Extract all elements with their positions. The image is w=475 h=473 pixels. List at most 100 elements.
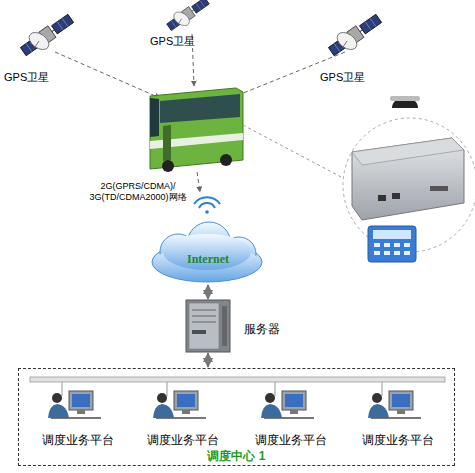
gps-signal-arrows [55, 34, 345, 192]
onboard-equipment-callout [378, 195, 386, 201]
bus-illustration [162, 160, 174, 172]
operator-icons [397, 410, 405, 414]
onboard-equipment-callout [368, 226, 416, 262]
lan-bus [275, 382, 276, 396]
satellite-icons [327, 13, 383, 58]
server-tower [186, 300, 230, 352]
server: 服务器 [186, 300, 230, 352]
satellite-icons [166, 0, 210, 32]
lan-bus [30, 377, 445, 382]
onboard-equipment-callout [394, 251, 400, 255]
onboard-equipment-callout [343, 118, 475, 252]
dispatch-platform: 调度业务平台 [246, 387, 336, 449]
wifi-symbol [194, 197, 220, 213]
network-label: 2G(GPRS/CDMA)/ 3G(TD/CDMA2000)网络 [76, 181, 200, 203]
node-label: 调度业务平台 [33, 433, 123, 448]
operator-icons [48, 391, 421, 418]
node-label: 调度业务平台 [138, 433, 228, 448]
operator-icons [69, 391, 93, 410]
operator-icons [372, 393, 382, 403]
lan-bus [62, 382, 63, 396]
gps-satellite: GPS卫星 [148, 0, 220, 48]
bus-illustration [220, 154, 232, 166]
bus-illustration [150, 98, 159, 137]
gps-signal-arrows [197, 172, 200, 192]
server-tower [192, 316, 216, 317]
onboard-equipment-callout [243, 125, 343, 178]
lan-bus [382, 382, 383, 396]
satellite-icons [19, 13, 75, 58]
node-label: GPS卫星 [320, 70, 365, 84]
node-label: 服务器 [244, 322, 280, 337]
operator-icons [48, 391, 101, 418]
wifi-symbol [199, 203, 215, 208]
dispatch-center: 调度业务平台调度业务平台调度业务平台调度业务平台调度中心 1 [18, 368, 455, 466]
onboard-equipment-callout [374, 251, 380, 255]
operator-icons [157, 393, 167, 403]
node-label: GPS卫星 [4, 70, 49, 84]
node-label: 调度业务平台 [246, 433, 336, 448]
onboard-equipment-callout [392, 193, 400, 199]
dispatch-platform: 调度业务平台 [353, 387, 443, 449]
operator-icons [290, 410, 298, 414]
onboard-equipment-callout [430, 186, 448, 191]
operator-icons [77, 410, 85, 414]
onboard-equipment-callout [384, 251, 390, 255]
onboard-equipment-callout [374, 243, 380, 247]
server-tower [192, 310, 216, 311]
operator-icons [261, 391, 314, 418]
bus-illustration [160, 94, 240, 123]
operator-icons [72, 394, 90, 407]
operator-icons [368, 391, 421, 418]
bus-illustration [163, 125, 171, 161]
operator-icons [265, 393, 275, 403]
bus-illustration [150, 88, 243, 172]
link-arrow [207, 285, 209, 299]
node-label: GPS卫星 [150, 34, 195, 48]
onboard-equipment-callout [384, 243, 390, 247]
gps-satellite: GPS卫星 [318, 8, 392, 84]
operator-icons [282, 391, 306, 410]
server-tower [192, 330, 206, 334]
operator-icons [48, 404, 69, 418]
onboard-equipment-callout [394, 243, 400, 247]
server-tower [192, 322, 216, 323]
operator-icons [177, 394, 195, 407]
server-tower [186, 300, 230, 352]
satellite-icons [19, 0, 383, 57]
onboard-equipment-callout [373, 230, 411, 239]
operator-icons [52, 393, 62, 403]
onboard-equipment-callout [404, 243, 410, 247]
node-label: 调度业务平台 [353, 433, 443, 448]
node-label: 调度中心 1 [19, 449, 454, 464]
operator-icons [285, 394, 303, 407]
operator-icons [261, 404, 282, 418]
operator-icons [153, 391, 206, 418]
operator-icons [392, 394, 410, 407]
node-label: Internet [150, 252, 266, 267]
onboard-equipment-callout [243, 96, 475, 262]
onboard-equipment-callout [352, 138, 464, 220]
dispatch-platform: 调度业务平台 [138, 387, 228, 449]
operator-icons [153, 404, 174, 418]
internet-cloud: Internet [150, 228, 266, 284]
bus-illustration [150, 88, 243, 169]
dispatch-platform: 调度业务平台 [33, 387, 123, 449]
onboard-equipment-callout [404, 251, 410, 255]
server-tower [189, 303, 219, 349]
gps-signal-arrows [55, 52, 160, 98]
operator-icons [389, 391, 413, 410]
operator-icons [182, 410, 190, 414]
onboard-equipment-callout [374, 243, 410, 255]
wifi-symbol [205, 210, 209, 214]
onboard-equipment-callout [390, 96, 420, 101]
onboard-equipment-callout [352, 138, 464, 165]
gps-satellite: GPS卫星 [2, 8, 76, 84]
server-tower [222, 306, 227, 346]
operator-icons [368, 404, 389, 418]
link-arrow [207, 353, 209, 367]
operator-icons [174, 391, 198, 410]
